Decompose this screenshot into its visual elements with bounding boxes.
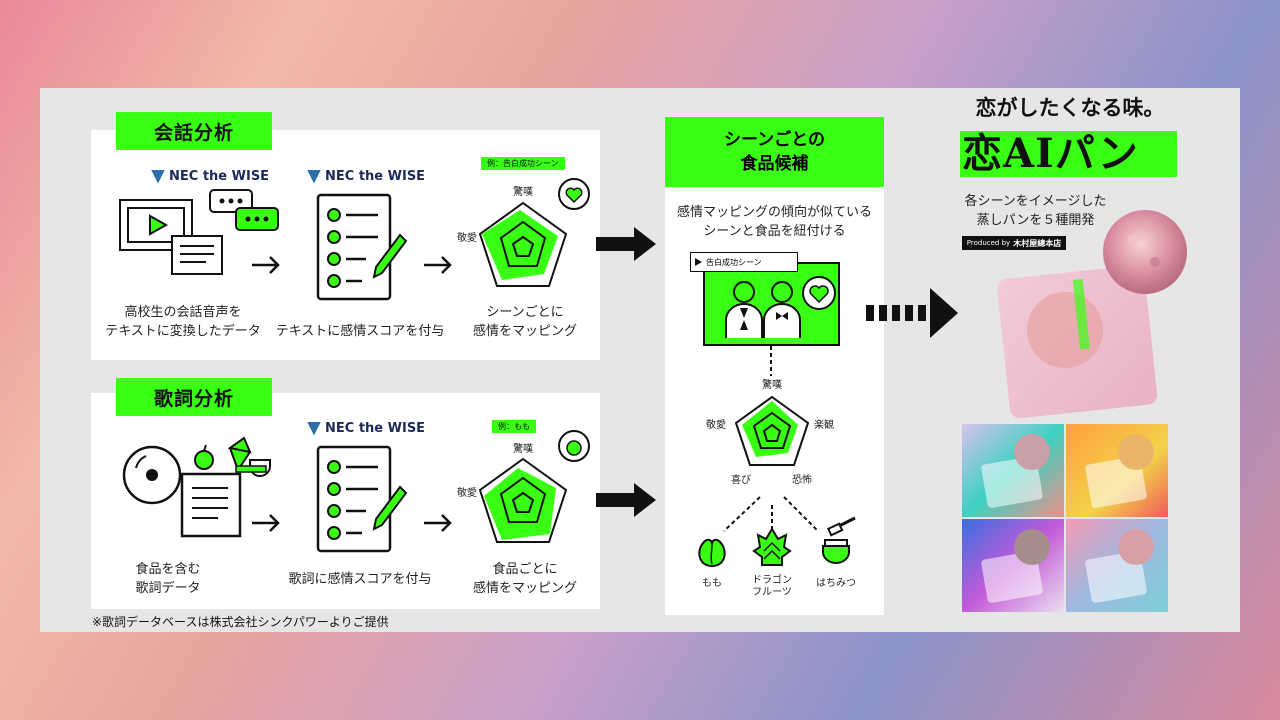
- emotion-radar-chart: [478, 457, 568, 543]
- axis-label-right: 楽観: [814, 420, 834, 431]
- product-description: 各シーンをイメージした 蒸しパンを５種開発: [964, 194, 1107, 228]
- axis-label-bottom-left: 喜び: [731, 475, 751, 486]
- example-tag: 例：告白成功シーン: [481, 157, 565, 170]
- emotion-radar-chart: [734, 395, 810, 466]
- lyrics-title: 歌詞分析: [116, 378, 272, 416]
- axis-label-top: 驚嘆: [513, 187, 533, 198]
- product-tagline: 恋がしたくなる味。: [975, 95, 1165, 120]
- nec-mark-icon: [307, 421, 321, 436]
- axis-label-bottom-right: 恐怖: [792, 475, 812, 486]
- product-variant-photos: [962, 424, 1168, 612]
- dragon-fruit-icon: [752, 527, 792, 566]
- nec-mark-icon: [307, 169, 321, 184]
- chat-bubbles-icon: [209, 189, 279, 231]
- axis-label-left: 敬愛: [457, 233, 477, 244]
- peach-bubble-icon: [558, 430, 590, 462]
- couple-icon: [725, 281, 801, 338]
- connector-dashed-line: [770, 346, 772, 376]
- checklist-icon: [316, 445, 408, 553]
- peach-icon: [698, 538, 726, 568]
- food-label: ドラゴン フルーツ: [752, 575, 792, 598]
- footnote: ※歌詞データベースは株式会社シンクパワーよりご提供: [92, 615, 389, 629]
- heart-bubble-icon: [558, 178, 590, 210]
- arrow-right-icon: [424, 256, 452, 274]
- arrow-right-dashed-icon: [866, 288, 958, 338]
- axis-label-left: 敬愛: [706, 420, 726, 431]
- honey-pot-icon: [822, 516, 856, 564]
- axis-label-top: 驚嘆: [762, 380, 782, 391]
- arrow-right-bold-icon: [596, 483, 656, 517]
- checklist-icon: [316, 193, 408, 301]
- lyrics-step1-caption: 食品を含む 歌詞データ: [135, 562, 201, 596]
- conversation-step3-caption: シーンごとに 感情をマッピング: [472, 305, 577, 339]
- emotion-radar-chart: [478, 201, 568, 287]
- lyrics-step2-caption: 歌詞に感情スコアを付与: [288, 572, 432, 587]
- nec-logo: NEC the WISE: [307, 169, 425, 184]
- scene-tag: 告白成功シーン: [690, 252, 798, 272]
- candidates-title: シーンごとの 食品候補: [665, 117, 884, 187]
- conversation-title: 会話分析: [116, 112, 272, 150]
- candidates-description: 感情マッピングの傾向が似ている シーンと食品を紐付ける: [676, 205, 872, 239]
- product-name: 恋AIパン: [960, 131, 1177, 177]
- nec-mark-icon: [151, 169, 165, 184]
- arrow-right-icon: [252, 514, 280, 532]
- lyrics-step3-caption: 食品ごとに 感情をマッピング: [472, 562, 577, 596]
- example-tag: 例：もも: [492, 420, 536, 433]
- arrow-right-icon: [424, 514, 452, 532]
- nec-logo: NEC the WISE: [307, 421, 425, 436]
- bun-photo: [997, 210, 1187, 419]
- music-disc-food-icon: [122, 436, 271, 538]
- axis-label-top: 驚嘆: [513, 444, 533, 455]
- conversation-step1-caption: 高校生の会話音声を テキストに変換したデータ: [105, 305, 261, 339]
- heart-bubble-icon: [802, 276, 836, 310]
- nec-logo: NEC the WISE: [151, 169, 269, 184]
- arrow-right-bold-icon: [596, 227, 656, 261]
- axis-label-left: 敬愛: [457, 488, 477, 499]
- connector-dashed-lines: [723, 496, 819, 532]
- food-label: もも: [702, 578, 722, 589]
- video-icon: [119, 199, 223, 275]
- food-label: はちみつ: [816, 578, 856, 589]
- arrow-right-icon: [252, 256, 280, 274]
- conversation-step2-caption: テキストに感情スコアを付与: [275, 324, 445, 339]
- play-icon: [695, 258, 702, 266]
